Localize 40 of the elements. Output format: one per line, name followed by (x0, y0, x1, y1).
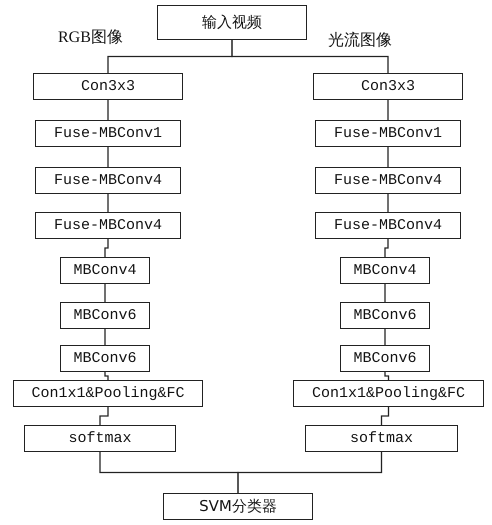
connector-line (387, 100, 389, 120)
process-box: Con3x3 (313, 73, 463, 100)
process-box: Con3x3 (33, 73, 183, 100)
process-box: Fuse-MBConv4 (315, 167, 461, 194)
process-box: MBConv4 (60, 257, 150, 284)
connector-line (387, 194, 389, 212)
process-box: SVM分类器 (163, 493, 313, 520)
connector-line (104, 284, 106, 302)
process-box: MBConv6 (340, 302, 430, 329)
connector-line (387, 147, 389, 167)
connector-line (384, 372, 390, 380)
connector-line (231, 40, 389, 73)
process-box: MBConv4 (340, 257, 430, 284)
process-box: Con1x1&Pooling&FC (293, 380, 484, 407)
process-box: softmax (24, 425, 176, 452)
connector-line (107, 194, 109, 212)
connector-line (104, 329, 106, 345)
connector-line (107, 100, 109, 120)
connector-line (384, 284, 386, 302)
connector-line (99, 407, 109, 425)
process-box: Fuse-MBConv4 (315, 212, 461, 239)
process-box: Con1x1&Pooling&FC (13, 380, 203, 407)
branch-label: RGB图像 (58, 28, 123, 48)
process-box: 输入视频 (157, 5, 307, 40)
process-box: Fuse-MBConv4 (35, 167, 181, 194)
connector-line (104, 239, 109, 257)
process-box: MBConv6 (340, 345, 430, 372)
process-box: MBConv6 (60, 345, 150, 372)
branch-label: 光流图像 (328, 30, 392, 51)
connector-line (384, 329, 386, 345)
connector-line (384, 239, 389, 257)
process-box: softmax (305, 425, 458, 452)
connector-line (107, 147, 109, 167)
process-box: Fuse-MBConv1 (315, 120, 461, 147)
process-box: Fuse-MBConv4 (35, 212, 181, 239)
process-box: Fuse-MBConv1 (35, 120, 181, 147)
connector-line (237, 452, 382, 493)
process-box: MBConv6 (60, 302, 150, 329)
connector-line (104, 372, 109, 380)
connector-line (380, 407, 390, 425)
